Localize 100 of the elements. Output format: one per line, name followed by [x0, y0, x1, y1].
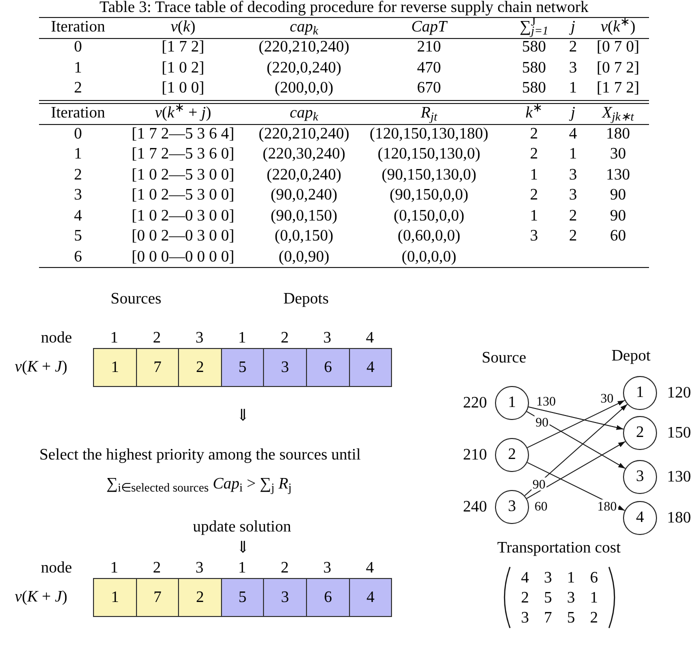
- arrow: [528, 406, 624, 430]
- matrix-value: 1: [567, 568, 575, 588]
- table-value: 130: [606, 164, 630, 184]
- column-header: cap$_{k}$: [290, 16, 318, 36]
- table-value: 0: [74, 124, 82, 144]
- table-value: [0 7 0]: [596, 37, 640, 57]
- row-heading: node: [40, 558, 72, 578]
- column-header: k$^{∗}$: [525, 103, 543, 123]
- column-number: 4: [366, 328, 374, 348]
- priority-cell: 3: [263, 348, 307, 387]
- table-value: 4: [74, 206, 82, 226]
- table-value: (220,210,240): [258, 124, 350, 144]
- node-value: 220: [463, 393, 487, 413]
- edge-label: 90: [534, 416, 550, 428]
- table-value: 580: [522, 78, 546, 98]
- group-heading: Sources: [110, 289, 162, 309]
- column-number: 1: [110, 558, 118, 578]
- priority-cell: 5: [221, 578, 264, 617]
- priority-cell: 2: [178, 578, 222, 617]
- table-value: 3: [74, 185, 82, 205]
- table-value: (90,150,0,0): [390, 185, 468, 205]
- matrix-value: 7: [544, 608, 552, 628]
- column-header: cap$_{k}$: [290, 103, 318, 123]
- table-value: (0,0,0,0): [402, 246, 456, 266]
- table-value: (200,0,0): [274, 78, 334, 98]
- table-value: 470: [417, 58, 441, 78]
- column-header: R$_{jt}$: [420, 103, 438, 123]
- column-header: v(k$^{∗}$): [600, 16, 636, 36]
- column-number: 3: [323, 558, 332, 578]
- matrix-value: 5: [544, 588, 552, 608]
- table-value: [1 0 2]: [162, 58, 204, 78]
- column-number: 1: [110, 328, 118, 348]
- priority-cell: 4: [349, 578, 392, 617]
- table-value: 2: [530, 144, 538, 164]
- arrow: [526, 441, 626, 499]
- table-value: 3: [569, 164, 577, 184]
- table-value: 5: [74, 226, 82, 246]
- table-value: (0,60,0,0): [398, 226, 460, 246]
- column-header: j: [570, 16, 576, 36]
- table-value: (220,0,240): [266, 58, 342, 78]
- condition-formula: ∑$_{i∈selected sources}$ Cap$_{i}$ > ∑$_{j}$ R$_{j}$: [106, 474, 292, 494]
- table-value: [1 7 2]: [596, 78, 640, 98]
- node-value: 150: [667, 423, 691, 443]
- matrix-value: 3: [521, 608, 529, 628]
- arrow: [524, 404, 628, 496]
- table-value: 580: [522, 37, 546, 57]
- priority-cell: 3: [263, 578, 307, 617]
- table-value: 1: [74, 58, 82, 78]
- column-number: 2: [152, 558, 161, 578]
- matrix-value: 5: [567, 608, 575, 628]
- matrix-value: 2: [590, 608, 598, 628]
- table-value: 210: [417, 37, 441, 57]
- matrix-value: 3: [544, 568, 552, 588]
- table-value: (0,150,0,0): [394, 206, 464, 226]
- edge-label: 60: [534, 500, 548, 512]
- column-heading: Depot: [611, 346, 651, 366]
- instruction-text: Select the highest priority among the sources until: [39, 445, 361, 465]
- table-value: (220,0,240): [266, 164, 342, 184]
- column-number: 2: [280, 328, 289, 348]
- table-value: [1 7 2—5 3 6 0]: [132, 144, 234, 164]
- arrow: [526, 400, 626, 448]
- row-heading: v(K + J): [14, 587, 68, 607]
- matrix-value: 6: [590, 568, 598, 588]
- priority-cell: 6: [306, 578, 350, 617]
- column-header: X$_{jk∗t}$: [602, 103, 634, 123]
- table-value: (90,150,130,0): [382, 164, 476, 184]
- edge-label: 30: [600, 392, 614, 404]
- column-number: 1: [238, 328, 246, 348]
- table-value: 60: [610, 226, 626, 246]
- table-value: (0,0,90): [278, 246, 330, 266]
- column-number: 2: [280, 558, 289, 578]
- priority-cell: 1: [93, 348, 137, 387]
- table-value: 6: [74, 246, 82, 266]
- table-value: 3: [530, 226, 538, 246]
- table-value: 2: [74, 164, 82, 184]
- node-value: 180: [667, 508, 691, 528]
- column-header: Iteration: [50, 103, 106, 123]
- edge-label: 130: [535, 394, 557, 408]
- step-label: update solution: [192, 517, 292, 537]
- priority-cell: 1: [93, 578, 137, 617]
- table-value: 90: [610, 185, 626, 205]
- table-value: [0 0 2—0 3 0 0]: [132, 226, 234, 246]
- column-header: CapT: [411, 16, 447, 36]
- down-arrow: ⇓: [236, 537, 250, 557]
- down-arrow: ⇓: [236, 405, 250, 425]
- table-value: 580: [522, 58, 546, 78]
- priority-cell: 4: [349, 348, 392, 387]
- table-value: 3: [569, 185, 577, 205]
- table-value: 0: [74, 37, 82, 57]
- matrix-value: 3: [567, 588, 575, 608]
- table-value: 30: [610, 144, 626, 164]
- column-heading: Source: [482, 348, 526, 368]
- table-value: [1 0 2—5 3 0 0]: [132, 164, 234, 184]
- table-value: (220,210,240): [258, 37, 350, 57]
- column-number: 2: [152, 328, 161, 348]
- table-caption: Table 3: Trace table of decoding procedure for reverse supply chain network: [100, 0, 588, 16]
- group-heading: Depots: [283, 289, 329, 309]
- table-value: 4: [569, 124, 577, 144]
- arrow: [526, 411, 626, 469]
- table-value: [1 0 0]: [162, 78, 204, 98]
